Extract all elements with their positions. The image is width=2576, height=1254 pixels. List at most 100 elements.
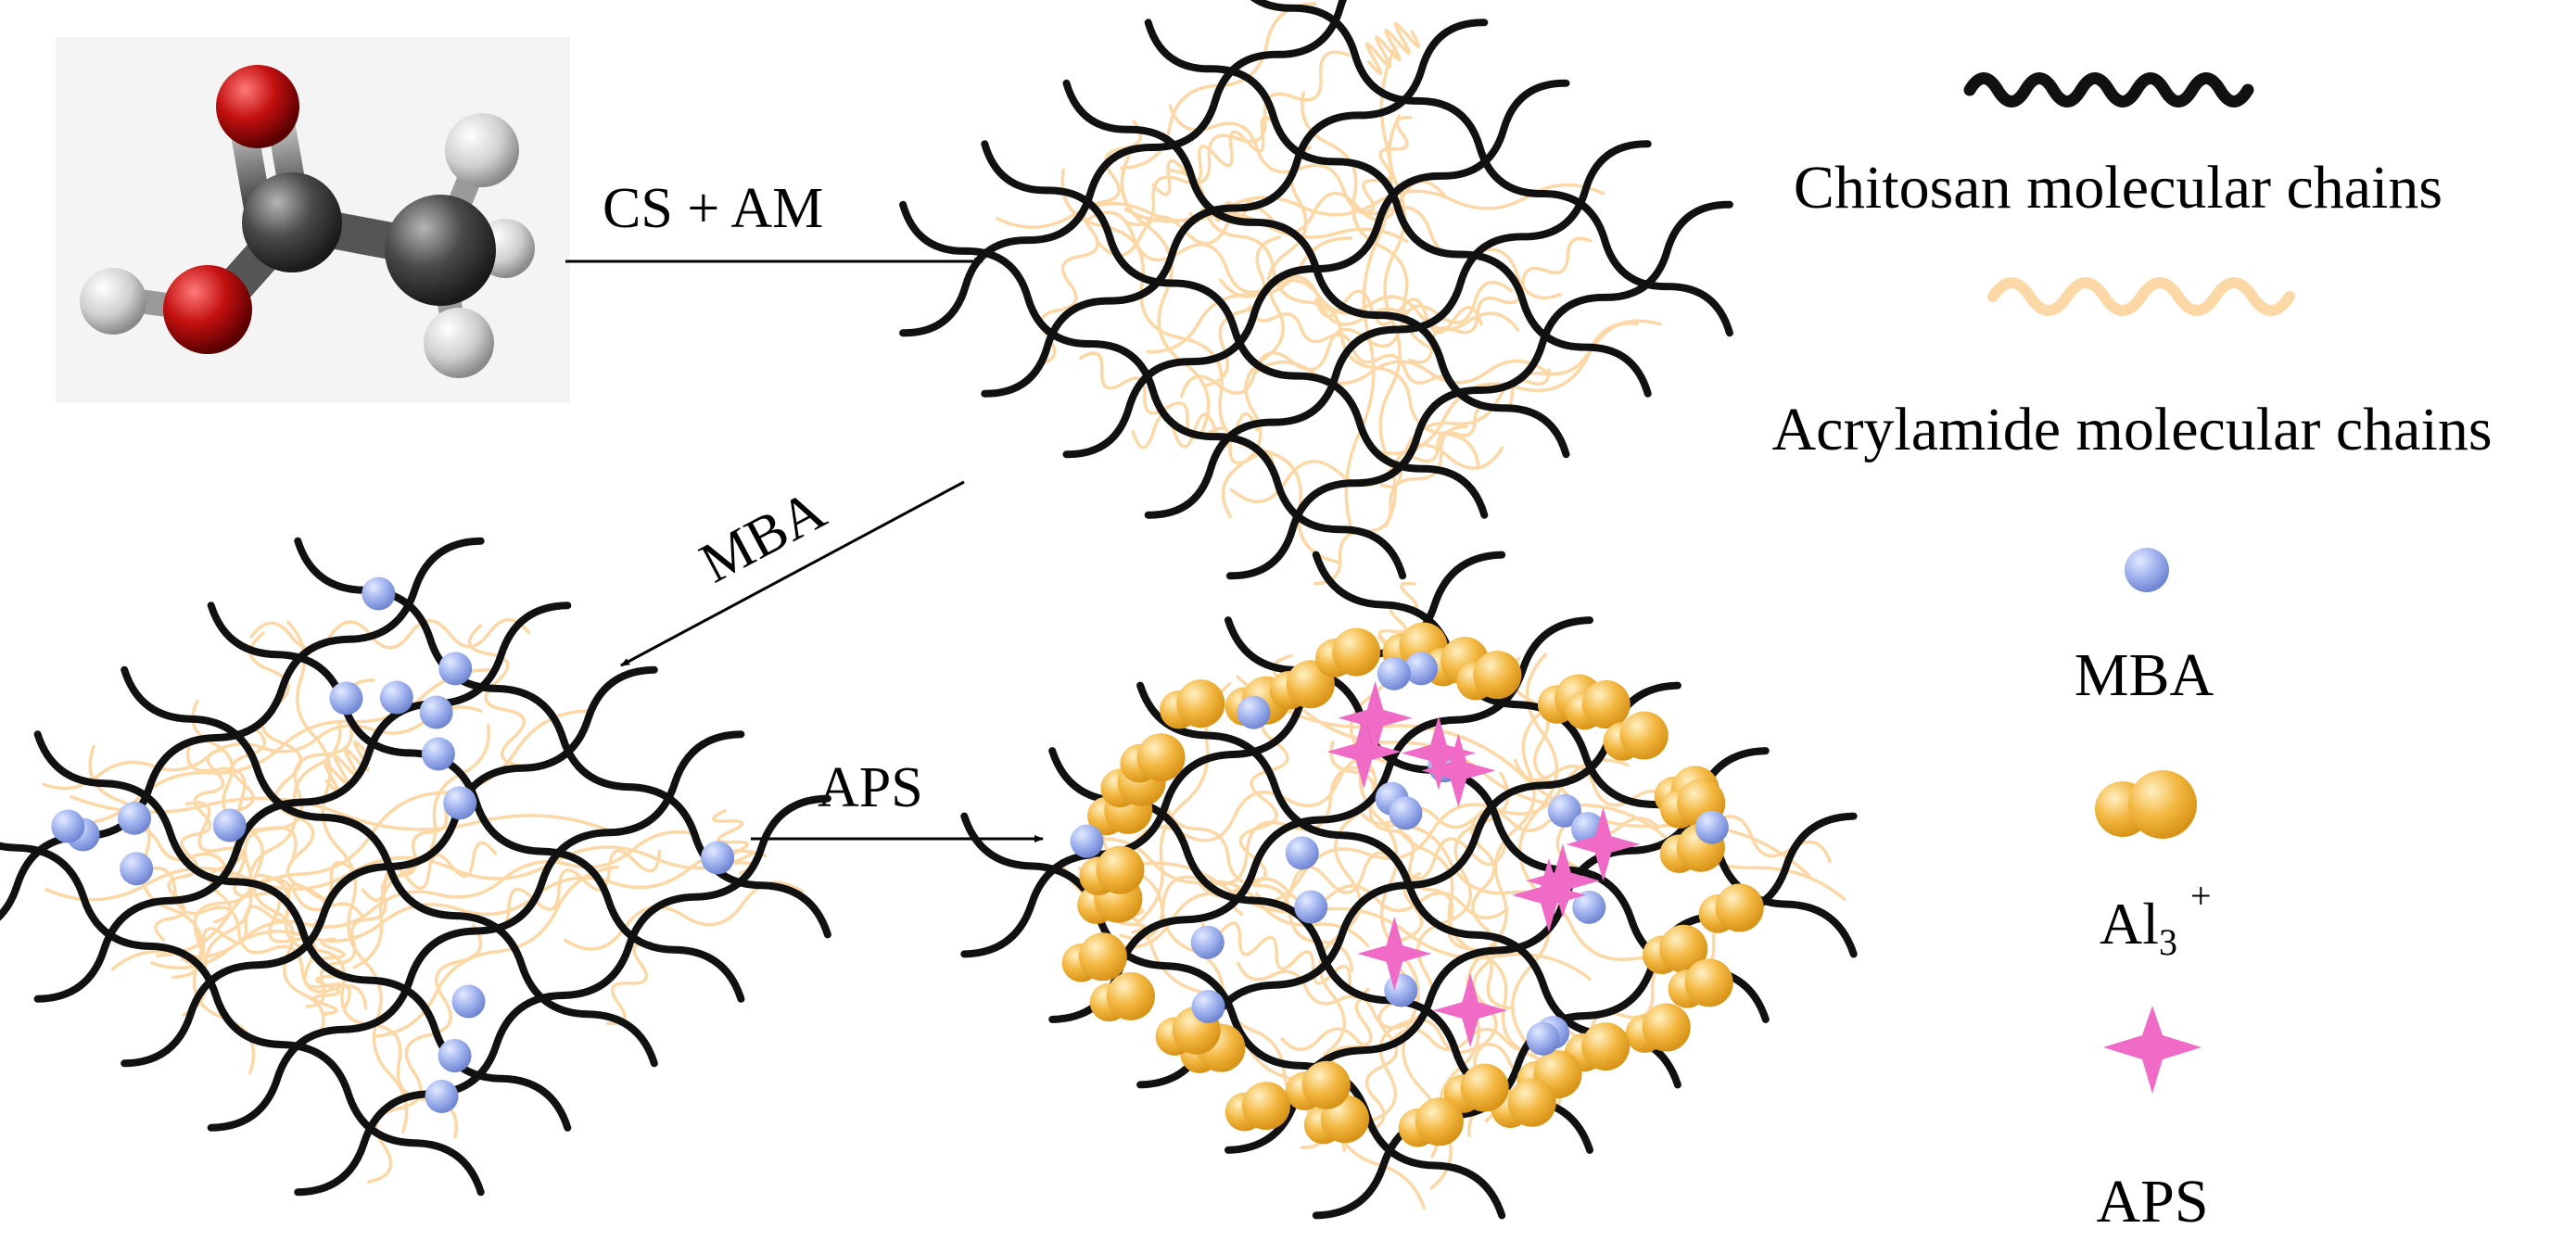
aps-star bbox=[1401, 716, 1476, 791]
al-ion-pair bbox=[1398, 1097, 1464, 1147]
al-ion-pair bbox=[1225, 1082, 1290, 1132]
chitosan-chain bbox=[1144, 19, 1652, 398]
chitosan-chain bbox=[981, 19, 1489, 398]
mba-sphere bbox=[379, 680, 413, 715]
acrylamide-chain bbox=[312, 937, 346, 1016]
mba-sphere bbox=[701, 841, 735, 875]
al-ion-pair bbox=[1061, 932, 1127, 982]
mba-sphere bbox=[1190, 925, 1225, 959]
acrylamide-chain bbox=[1079, 351, 1275, 473]
acrylamide-chain bbox=[1236, 961, 1544, 1079]
al-ion-pair bbox=[1603, 711, 1669, 761]
mba-sphere bbox=[120, 852, 154, 886]
arrow-aps: APS bbox=[751, 756, 1044, 842]
acrylamide-chain bbox=[373, 865, 619, 1038]
chitosan-chain bbox=[0, 842, 485, 1197]
mba-sphere bbox=[451, 984, 486, 1019]
al-ion-pair bbox=[1668, 958, 1733, 1008]
aps-star bbox=[1326, 715, 1402, 790]
mba-sphere bbox=[419, 695, 453, 729]
mba-sphere bbox=[212, 808, 247, 842]
acrylamide-chain bbox=[1221, 146, 1312, 519]
acrylamide-chain bbox=[467, 624, 526, 768]
acrylamide-chain bbox=[1358, 116, 1413, 214]
acrylamide-chain bbox=[1179, 280, 1514, 399]
acrylamide-chain bbox=[1301, 91, 1433, 350]
acrylamide-chain bbox=[1404, 322, 1639, 450]
arrow-cs-am: CS + AM bbox=[565, 177, 983, 265]
acrylamide-chain bbox=[366, 923, 483, 1184]
legend-chitosan-label: Chitosan molecular chains bbox=[1794, 154, 2443, 222]
step-label-mba: MBA bbox=[691, 478, 836, 595]
legend-acrylamide-label: Acrylamide molecular chains bbox=[1771, 396, 2492, 463]
chitosan-chain bbox=[1250, 0, 1733, 337]
acrylamide-chain bbox=[1408, 236, 1593, 364]
al-ion-pair bbox=[1456, 651, 1522, 701]
chitosan-chain bbox=[1225, 200, 1733, 580]
acrylamide-chain bbox=[1364, 21, 1421, 75]
acrylamide-chain bbox=[1329, 740, 1512, 1010]
acrylamide-chain bbox=[1095, 837, 1370, 948]
mba-sphere bbox=[421, 737, 455, 771]
aps-star bbox=[1357, 916, 1432, 991]
mba-sphere bbox=[1237, 695, 1271, 729]
network-cs-am bbox=[899, 0, 1733, 586]
legend: Chitosan molecular chains Acrylamide mol… bbox=[1771, 72, 2493, 1235]
legend-al-label: Al3+ bbox=[2100, 875, 2212, 963]
network-aps-al bbox=[960, 551, 1858, 1220]
chitosan-chain bbox=[1062, 79, 1570, 459]
beige-wavy-chain-icon bbox=[1987, 277, 2295, 316]
acrylamide-chain bbox=[150, 849, 768, 970]
acrylamide-chain bbox=[564, 880, 805, 951]
mba-sphere bbox=[1572, 890, 1606, 924]
acrylamide-chain bbox=[249, 617, 530, 651]
mba-sphere bbox=[438, 652, 473, 686]
aps-star bbox=[1421, 733, 1496, 808]
chitosan-chain bbox=[1312, 812, 1858, 1220]
chitosan-chain bbox=[1136, 681, 1681, 1089]
mba-sphere bbox=[1526, 1021, 1560, 1056]
chitosan-chain bbox=[121, 665, 658, 1068]
mba-sphere bbox=[329, 681, 363, 716]
network-mba-crosslinked bbox=[0, 537, 831, 1197]
acrylamide-chain bbox=[65, 668, 497, 827]
mba-sphere bbox=[1285, 836, 1319, 870]
mba-sphere bbox=[1384, 973, 1418, 1007]
step-label-aps: APS bbox=[818, 756, 923, 819]
al-ion-pair bbox=[1698, 883, 1764, 933]
al-ion-pair bbox=[1565, 680, 1631, 730]
mba-sphere bbox=[1404, 652, 1439, 686]
al-ion-pair bbox=[1643, 924, 1708, 975]
mba-sphere bbox=[443, 786, 477, 820]
acrylamide-chain bbox=[1119, 766, 1375, 941]
acrylamide-chain bbox=[1203, 235, 1282, 387]
acrylamide-chain bbox=[1104, 758, 1630, 949]
al-ion-pair bbox=[1160, 679, 1225, 729]
chitosan-chain bbox=[294, 794, 831, 1197]
acrylamide-chain bbox=[1096, 180, 1446, 258]
acrylamide-chain bbox=[1151, 116, 1280, 196]
acrylamide-chain bbox=[481, 849, 662, 931]
mba-sphere bbox=[118, 801, 152, 835]
acrylamide-chain bbox=[1201, 921, 1370, 1000]
legend-mba-label: MBA bbox=[2075, 641, 2214, 709]
gold-sphere-pair-icon bbox=[2095, 770, 2197, 839]
mba-sphere bbox=[425, 1080, 459, 1114]
al-ion-pair bbox=[1314, 627, 1381, 678]
chitosan-chain bbox=[33, 602, 572, 1003]
al-ion-pair bbox=[1120, 733, 1186, 783]
arrow-mba: MBA bbox=[620, 478, 965, 667]
mba-sphere bbox=[1294, 890, 1328, 924]
al-ion-pair bbox=[1089, 971, 1155, 1022]
acrylamide-chain bbox=[44, 845, 756, 902]
mba-sphere bbox=[1547, 793, 1581, 828]
chitosan-chain bbox=[207, 730, 745, 1132]
mba-sphere bbox=[51, 809, 85, 843]
blue-sphere-icon bbox=[2125, 548, 2169, 592]
aps-star bbox=[1511, 857, 1586, 932]
black-wavy-chain-icon bbox=[1963, 72, 2254, 108]
aps-star bbox=[1566, 807, 1641, 882]
acrylamide-chain bbox=[1120, 155, 1211, 434]
acrylamide-chain bbox=[1367, 771, 1510, 1123]
mba-sphere bbox=[362, 576, 396, 611]
